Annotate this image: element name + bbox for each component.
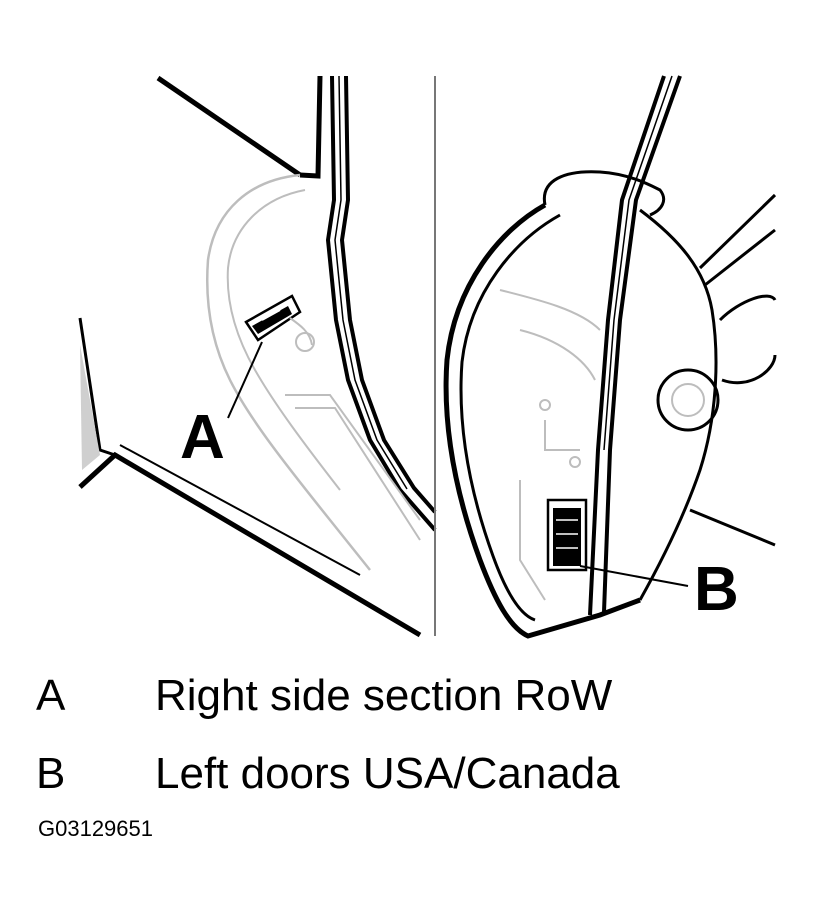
legend-text-b: Left doors USA/Canada [155, 749, 620, 798]
body-left-shade [80, 345, 100, 470]
leader-line-a [227, 341, 263, 419]
legend-text-a: Right side section RoW [155, 671, 613, 720]
door-connector-illustration: A B [78, 75, 777, 639]
legend-key-a: A [36, 671, 66, 720]
door-seal-outer [325, 75, 437, 532]
pillar-trim-contour [205, 173, 371, 571]
body-frame-lower [689, 508, 776, 547]
door-right-contour [638, 208, 718, 601]
sill-edge-upper [78, 451, 422, 638]
callout-label-a: A [180, 403, 225, 472]
connector-b [546, 498, 588, 572]
door-panel-contour-2 [519, 420, 580, 601]
door-check-circle [656, 368, 720, 432]
pillar-trim-contour-2 [226, 189, 341, 491]
door-outer-edge [443, 202, 641, 639]
door-seal-diagonal-2 [602, 75, 682, 613]
left-panel-side-section [78, 75, 437, 638]
door-seal-mid [334, 75, 408, 490]
door-seal-diagonal-mid [603, 75, 673, 451]
door-inner-edge [459, 213, 561, 622]
figure-id: G03129651 [38, 816, 153, 841]
door-panel-contour [499, 289, 601, 381]
door-seal-diagonal-1 [588, 75, 666, 616]
legend-key-b: B [36, 749, 66, 798]
callout-label-b: B [694, 555, 739, 624]
body-frame-ring [718, 294, 777, 385]
leader-line-b [579, 565, 689, 587]
door-seal-inner [339, 75, 437, 514]
right-panel-door [443, 75, 777, 639]
body-frame-upper [698, 193, 777, 270]
pillar-outer-edge [299, 75, 323, 179]
sill-trim-line-3 [295, 407, 421, 541]
body-left-edge [78, 317, 116, 457]
body-frame-upper-2 [704, 228, 776, 287]
connector-a [244, 294, 315, 352]
sill-trim-line [119, 444, 361, 576]
body-edge-top [156, 75, 302, 178]
door-check-circle-inner [671, 383, 705, 417]
sill-trim-line-2 [285, 394, 421, 521]
